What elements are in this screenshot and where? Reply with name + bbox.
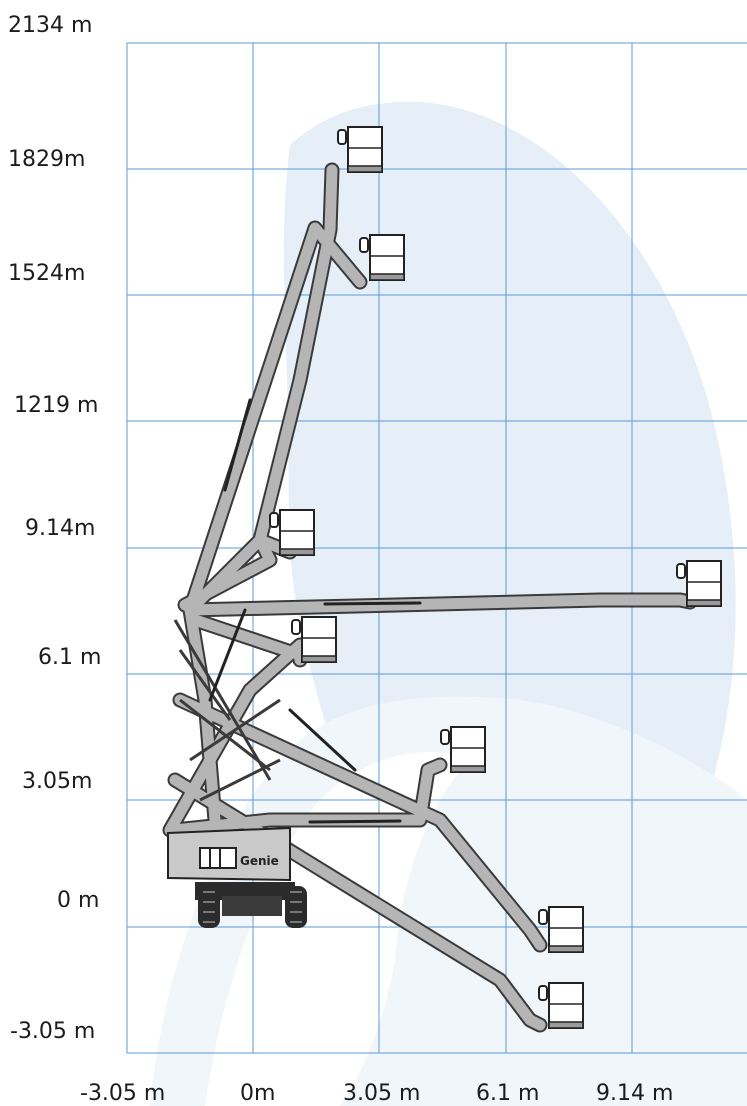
boom-horizontal-max-reach: [184, 594, 696, 616]
y-tick-label: 2134 m: [8, 13, 92, 38]
brand-logo: Genie: [240, 854, 279, 868]
boom-below-grade-2: [169, 774, 546, 1031]
y-tick-label: 6.1 m: [38, 645, 101, 670]
grid: [126, 42, 747, 1054]
platform-basket: [676, 560, 722, 607]
x-tick-label: 6.1 m: [476, 1081, 539, 1106]
jib-mid-lowered: [189, 614, 306, 666]
boom-fills: [164, 164, 696, 1031]
y-tick-label: -3.05 m: [10, 1019, 95, 1044]
y-tick-label: 9.14m: [25, 516, 95, 541]
platform-basket: [359, 234, 405, 281]
y-axis-labels: 2134 m 1829m 1524m 1219 m 9.14m 6.1 m 3.…: [8, 13, 101, 1044]
y-tick-label: 3.05m: [22, 769, 92, 794]
jib-high-lowered: [184, 222, 366, 616]
riser-lattice: [173, 619, 281, 802]
platform-basket: [269, 509, 315, 556]
control-panel: [199, 847, 237, 869]
y-tick-label: 1219 m: [14, 393, 98, 418]
platform-basket: [291, 616, 337, 663]
x-tick-label: -3.05 m: [80, 1081, 165, 1106]
riser-arm: [164, 639, 306, 836]
wheel: [285, 886, 307, 928]
envelope-white-band: [205, 752, 470, 1106]
wheel: [198, 886, 220, 928]
x-tick-label: 0m: [240, 1081, 275, 1106]
x-tick-label: 9.14 m: [596, 1081, 673, 1106]
y-tick-label: 1524m: [8, 261, 85, 286]
boom-mid: [179, 534, 296, 611]
boom-below-grade-1: [174, 694, 546, 951]
platforms: [269, 126, 722, 1029]
hydraulic-cylinders: [208, 398, 422, 824]
y-tick-label: 1829m: [8, 147, 85, 172]
x-axis-labels: -3.05 m 0m 3.05 m 6.1 m 9.14 m: [80, 1081, 673, 1106]
platform-basket: [538, 906, 584, 953]
machine-base: Genie: [167, 826, 307, 928]
x-tick-label: 3.05 m: [343, 1081, 420, 1106]
y-tick-label: 0 m: [57, 888, 99, 913]
platform-basket: [440, 726, 486, 773]
axle-housing: [222, 896, 282, 916]
platform-basket: [337, 126, 383, 173]
platform-basket: [538, 982, 584, 1029]
